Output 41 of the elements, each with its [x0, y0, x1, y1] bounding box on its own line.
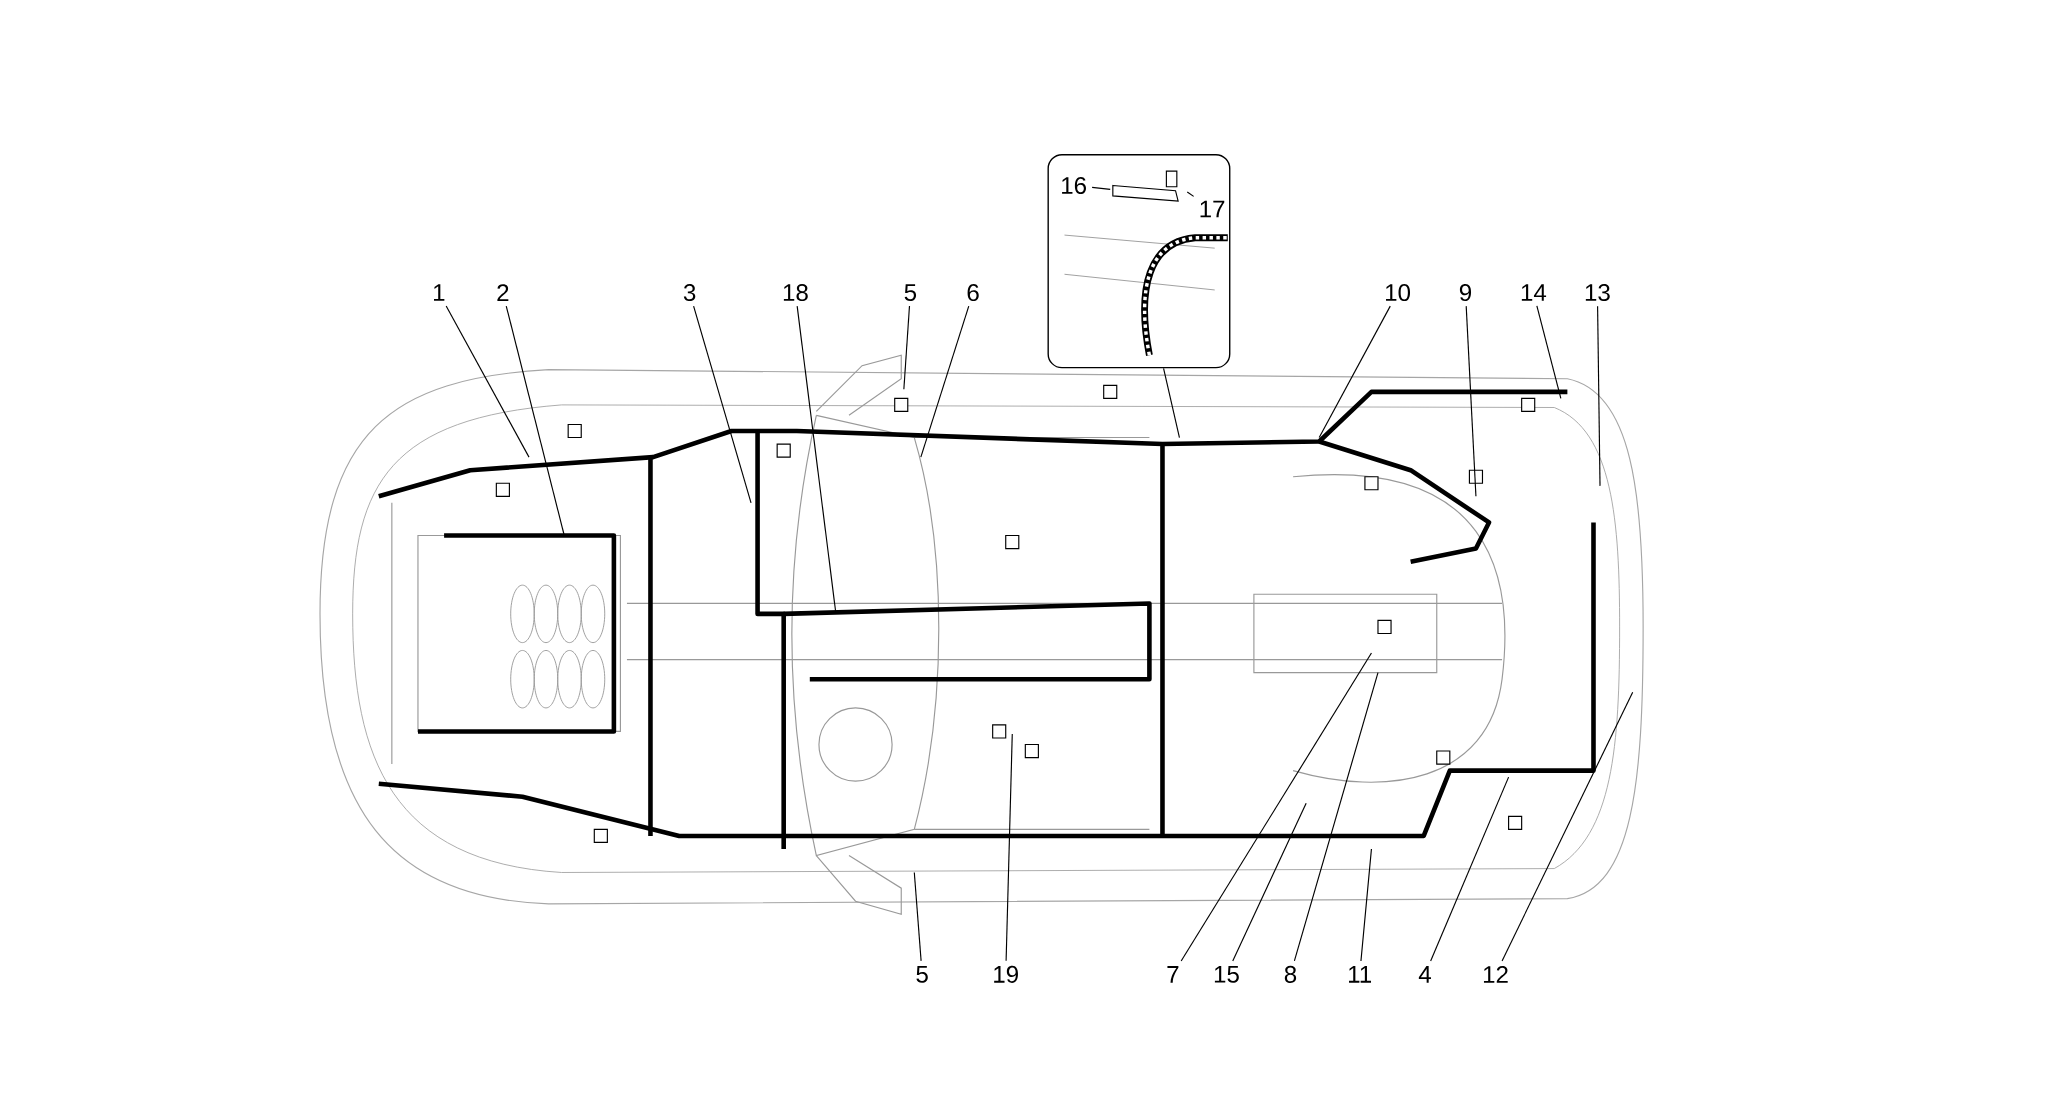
callout-number: 12 [1483, 965, 1508, 983]
leader-line [505, 305, 565, 536]
leader-line [445, 305, 530, 458]
callout-number: 15 [1214, 965, 1239, 983]
leader-line [1180, 652, 1373, 962]
leader-line [1091, 186, 1111, 190]
leader-line [1360, 848, 1373, 962]
leader-line [903, 305, 911, 390]
callout-number: 5 [916, 965, 928, 983]
callout-number: 14 [1521, 284, 1547, 301]
leader-line [1536, 305, 1562, 399]
callout-number: 1 [434, 284, 445, 301]
callout-number: 18 [783, 283, 808, 301]
callout-number: 19 [994, 965, 1018, 983]
leader-line [1293, 671, 1379, 962]
callout-number: 8 [1284, 965, 1297, 983]
callout-number: 3 [683, 283, 696, 301]
callout-number: 16 [1062, 176, 1086, 194]
inset-frame [1047, 153, 1231, 369]
leader-line [1465, 305, 1477, 497]
callout-number: 9 [1459, 283, 1472, 301]
callout-number: 2 [497, 284, 509, 301]
leader-line [913, 871, 922, 962]
callout-number: 7 [1167, 965, 1179, 983]
leader-line [1232, 802, 1307, 962]
leader-line [1005, 733, 1013, 962]
leader-line [1163, 367, 1180, 438]
callout-number: 11 [1349, 965, 1371, 983]
leader-line [920, 305, 970, 458]
callout-number: 5 [904, 284, 917, 301]
leader-line [693, 305, 752, 504]
leader-line [1501, 691, 1634, 962]
callout-number: 4 [1418, 965, 1431, 983]
leader-line [1318, 305, 1391, 438]
callout-number: 6 [967, 283, 979, 301]
leader-line [1597, 305, 1601, 487]
callout-number: 10 [1386, 283, 1411, 301]
leader-line [1186, 191, 1195, 197]
leader-line [1430, 776, 1510, 962]
callout-number: 13 [1585, 283, 1610, 301]
callout-number: 17 [1200, 200, 1225, 218]
